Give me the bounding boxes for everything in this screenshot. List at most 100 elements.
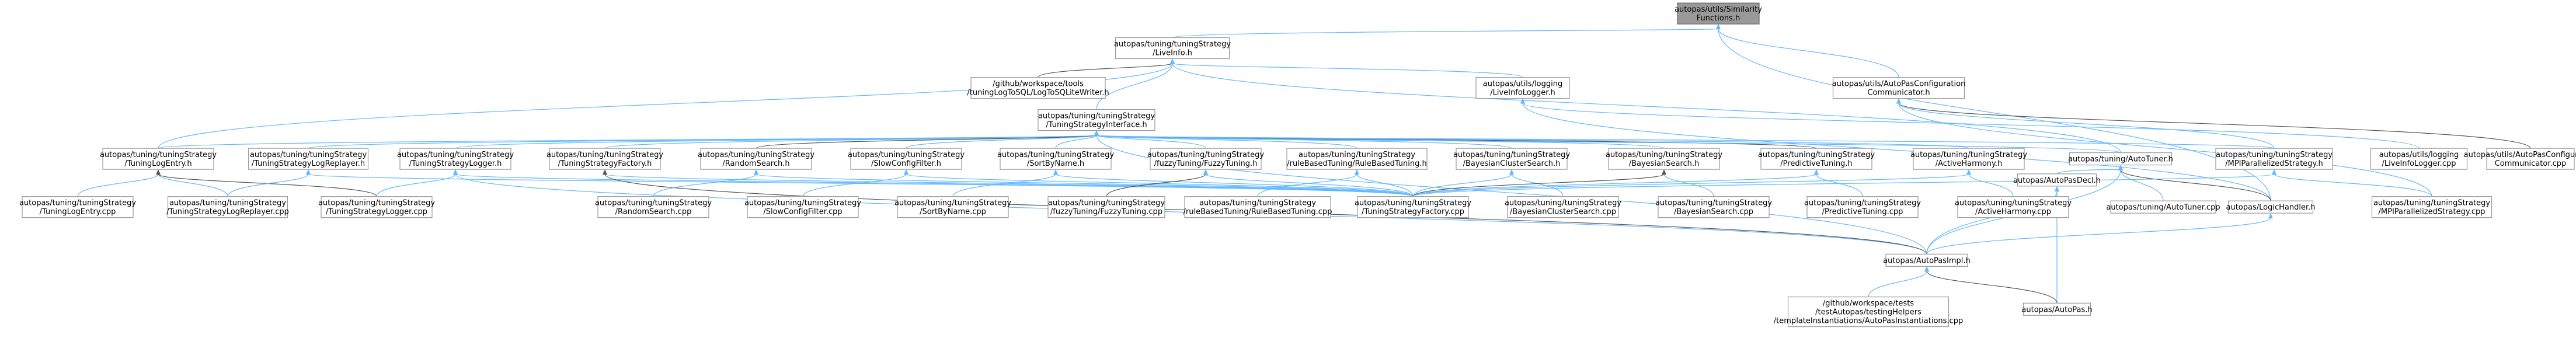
node-box-liveinfologger_h[interactable] <box>1475 76 1570 99</box>
node-bayescluster_h[interactable]: autopas/tuning/tuningStrategy/BayesianCl… <box>1453 148 1570 170</box>
node-box-logichandler_h[interactable] <box>2227 200 2314 214</box>
node-tslogreplayer_cpp[interactable]: autopas/tuning/tuningStrategy/TuningStra… <box>166 196 289 218</box>
node-box-tsi[interactable] <box>1038 109 1155 131</box>
node-label-autopasimpl_h-0: autopas/AutoPasImpl.h <box>1883 256 1971 265</box>
node-box-slowconfig_h[interactable] <box>850 148 962 170</box>
node-box-rulebased_h[interactable] <box>1286 148 1428 170</box>
node-activeharmony_cpp[interactable]: autopas/tuning/tuningStrategy/ActiveHarm… <box>1955 196 2072 218</box>
node-box-sortbyname_cpp[interactable] <box>897 196 1009 218</box>
node-autotuner_h[interactable]: autopas/tuning/AutoTuner.h <box>2068 152 2173 166</box>
node-sortbyname_h[interactable]: autopas/tuning/tuningStrategy/SortByName… <box>997 148 1114 170</box>
node-box-tslogger_cpp[interactable] <box>321 196 433 218</box>
node-box-tslogreplayer_cpp[interactable] <box>167 196 288 218</box>
node-autopasconfigcomm_cpp[interactable]: autopas/utils/AutoPasConfigurationCommun… <box>2464 148 2576 170</box>
node-tsfactory_cpp[interactable]: autopas/tuning/tuningStrategy/TuningStra… <box>1355 196 1471 218</box>
node-liveinfologger_cpp[interactable]: autopas/utils/logging/LiveInfoLogger.cpp <box>2370 148 2468 170</box>
node-rulebased_cpp[interactable]: autopas/tuning/tuningStrategy/ruleBasedT… <box>1183 196 1332 218</box>
arrowhead-tslogger_h-autopasimpl_h <box>453 169 458 175</box>
node-liveinfo[interactable]: autopas/tuning/tuningStrategy/LiveInfo.h <box>1114 37 1231 60</box>
node-box-logtosql[interactable] <box>970 76 1106 99</box>
node-box-bayescluster_cpp[interactable] <box>1507 196 1619 218</box>
node-box-autopasimpl_h[interactable] <box>1885 253 1968 267</box>
node-box-autopasconfigcomm_cpp[interactable] <box>2486 148 2575 170</box>
node-slowconfig_h[interactable]: autopas/tuning/tuningStrategy/SlowConfig… <box>848 148 965 170</box>
node-autopas_h[interactable]: autopas/AutoPas.h <box>2021 302 2093 316</box>
node-box-autopasinst_cpp[interactable] <box>1787 297 1950 327</box>
node-box-autopasdecl_h[interactable] <box>2017 173 2097 187</box>
node-box-tslogreplayer_h[interactable] <box>248 148 369 170</box>
node-mpipar_cpp[interactable]: autopas/tuning/tuningStrategy/MPIParalle… <box>2371 196 2493 218</box>
node-box-activeharmony_cpp[interactable] <box>1957 196 2069 218</box>
node-box-autotuner_h[interactable] <box>2069 152 2173 166</box>
node-activeharmony_h[interactable]: autopas/tuning/tuningStrategy/ActiveHarm… <box>1910 148 2027 170</box>
node-box-rulebased_cpp[interactable] <box>1184 196 1331 218</box>
node-autotuner_cpp[interactable]: autopas/tuning/AutoTuner.cpp <box>2106 200 2220 214</box>
node-autopasconfigcomm_h[interactable]: autopas/utils/AutoPasConfigurationCommun… <box>1832 76 1966 99</box>
node-slowconfig_cpp[interactable]: autopas/tuning/tuningStrategy/SlowConfig… <box>744 196 861 218</box>
node-autopasinst_cpp[interactable]: /github/workspace/tests/testAutopas/test… <box>1774 297 1963 327</box>
node-box-slowconfig_cpp[interactable] <box>747 196 859 218</box>
node-tsfactory_h[interactable]: autopas/tuning/tuningStrategy/TuningStra… <box>546 148 663 170</box>
node-box-predictive_cpp[interactable] <box>1806 196 1919 218</box>
node-label-predictive_h-0: autopas/tuning/tuningStrategy <box>1758 151 1875 159</box>
node-label-tsfactory_cpp-1: /TuningStrategyFactory.cpp <box>1362 208 1464 217</box>
node-box-tslogger_h[interactable] <box>399 148 511 170</box>
node-tslogger_h[interactable]: autopas/tuning/tuningStrategy/TuningStra… <box>397 148 514 170</box>
node-tsi[interactable]: autopas/tuning/tuningStrategy/TuningStra… <box>1038 109 1155 131</box>
node-box-fuzzy_h[interactable] <box>1150 148 1262 170</box>
node-box-liveinfologger_cpp[interactable] <box>2370 148 2468 170</box>
node-liveinfologger_h[interactable]: autopas/utils/logging/LiveInfoLogger.h <box>1475 76 1570 99</box>
node-box-bayescluster_h[interactable] <box>1456 148 1568 170</box>
node-sortbyname_cpp[interactable]: autopas/tuning/tuningStrategy/SortByName… <box>894 196 1011 218</box>
node-box-randomsearch_h[interactable] <box>700 148 812 170</box>
node-mpipar_h[interactable]: autopas/tuning/tuningStrategy/MPIParalle… <box>2215 148 2333 170</box>
node-box-tsfactory_h[interactable] <box>549 148 661 170</box>
node-box-bayessearch_h[interactable] <box>1608 148 1720 170</box>
node-box-predictive_h[interactable] <box>1760 148 1872 170</box>
node-randomsearch_h[interactable]: autopas/tuning/tuningStrategy/RandomSear… <box>698 148 814 170</box>
node-logtosql[interactable]: /github/workspace/tools/tuningLogToSQL/L… <box>967 76 1109 99</box>
node-box-autopasconfigcomm_h[interactable] <box>1832 76 1965 99</box>
node-fuzzy_cpp[interactable]: autopas/tuning/tuningStrategy/fuzzyTunin… <box>1047 196 1165 218</box>
node-box-tsfactory_cpp[interactable] <box>1357 196 1469 218</box>
node-label-tsfactory_cpp-0: autopas/tuning/tuningStrategy <box>1355 199 1471 208</box>
node-autopasdecl_h[interactable]: autopas/AutoPasDecl.h <box>2013 173 2101 187</box>
node-tuninglogentry_h[interactable]: autopas/tuning/tuningStrategy/TuningLogE… <box>100 148 217 170</box>
node-box-mpipar_h[interactable] <box>2215 148 2333 170</box>
node-label-bayescluster_cpp-1: /BayesianClusterSearch.cpp <box>1510 208 1616 217</box>
node-label-bayescluster_cpp-0: autopas/tuning/tuningStrategy <box>1505 199 1621 208</box>
node-box-autotuner_cpp[interactable] <box>2110 200 2216 214</box>
node-label-tslogreplayer_h-1: /TuningStrategyLogReplayer.h <box>252 159 365 168</box>
node-box-liveinfo[interactable] <box>1115 37 1230 60</box>
edge-root-liveinfo <box>1172 28 1719 39</box>
node-box-mpipar_cpp[interactable] <box>2371 196 2493 218</box>
node-box-sortbyname_h[interactable] <box>1000 148 1112 170</box>
node-label-tslogreplayer_h-0: autopas/tuning/tuningStrategy <box>250 151 367 159</box>
node-box-fuzzy_cpp[interactable] <box>1047 196 1165 218</box>
node-box-bayessearch_cpp[interactable] <box>1658 196 1770 218</box>
node-randomsearch_cpp[interactable]: autopas/tuning/tuningStrategy/RandomSear… <box>595 196 712 218</box>
node-bayessearch_h[interactable]: autopas/tuning/tuningStrategy/BayesianSe… <box>1606 148 1722 170</box>
node-tslogreplayer_h[interactable]: autopas/tuning/tuningStrategy/TuningStra… <box>248 148 369 170</box>
node-bayessearch_cpp[interactable]: autopas/tuning/tuningStrategy/BayesianSe… <box>1655 196 1772 218</box>
node-box-activeharmony_h[interactable] <box>1913 148 2025 170</box>
node-fuzzy_h[interactable]: autopas/tuning/tuningStrategy/fuzzyTunin… <box>1147 148 1264 170</box>
node-predictive_cpp[interactable]: autopas/tuning/tuningStrategy/Predictive… <box>1804 196 1921 218</box>
node-bayescluster_cpp[interactable]: autopas/tuning/tuningStrategy/BayesianCl… <box>1505 196 1621 218</box>
node-box-root[interactable] <box>1677 2 1760 25</box>
node-autopasimpl_h[interactable]: autopas/AutoPasImpl.h <box>1883 253 1971 267</box>
node-tuninglogentry_cpp[interactable]: autopas/tuning/tuningStrategy/TuningLogE… <box>19 196 136 218</box>
arrowhead-autopasconfigcomm_h-mpipar_cpp <box>1896 98 1901 104</box>
node-box-tuninglogentry_h[interactable] <box>102 148 214 170</box>
edge-predictive_h-tsfactory_cpp <box>1412 173 1817 197</box>
node-box-randomsearch_cpp[interactable] <box>597 196 709 218</box>
node-predictive_h[interactable]: autopas/tuning/tuningStrategy/Predictive… <box>1758 148 1875 170</box>
node-box-autopas_h[interactable] <box>2022 302 2091 316</box>
node-box-tuninglogentry_cpp[interactable] <box>22 196 134 218</box>
node-rulebased_h[interactable]: autopas/tuning/tuningStrategy/ruleBasedT… <box>1286 148 1428 170</box>
node-logichandler_h[interactable]: autopas/LogicHandler.h <box>2226 200 2316 214</box>
node-tslogger_cpp[interactable]: autopas/tuning/tuningStrategy/TuningStra… <box>318 196 435 218</box>
